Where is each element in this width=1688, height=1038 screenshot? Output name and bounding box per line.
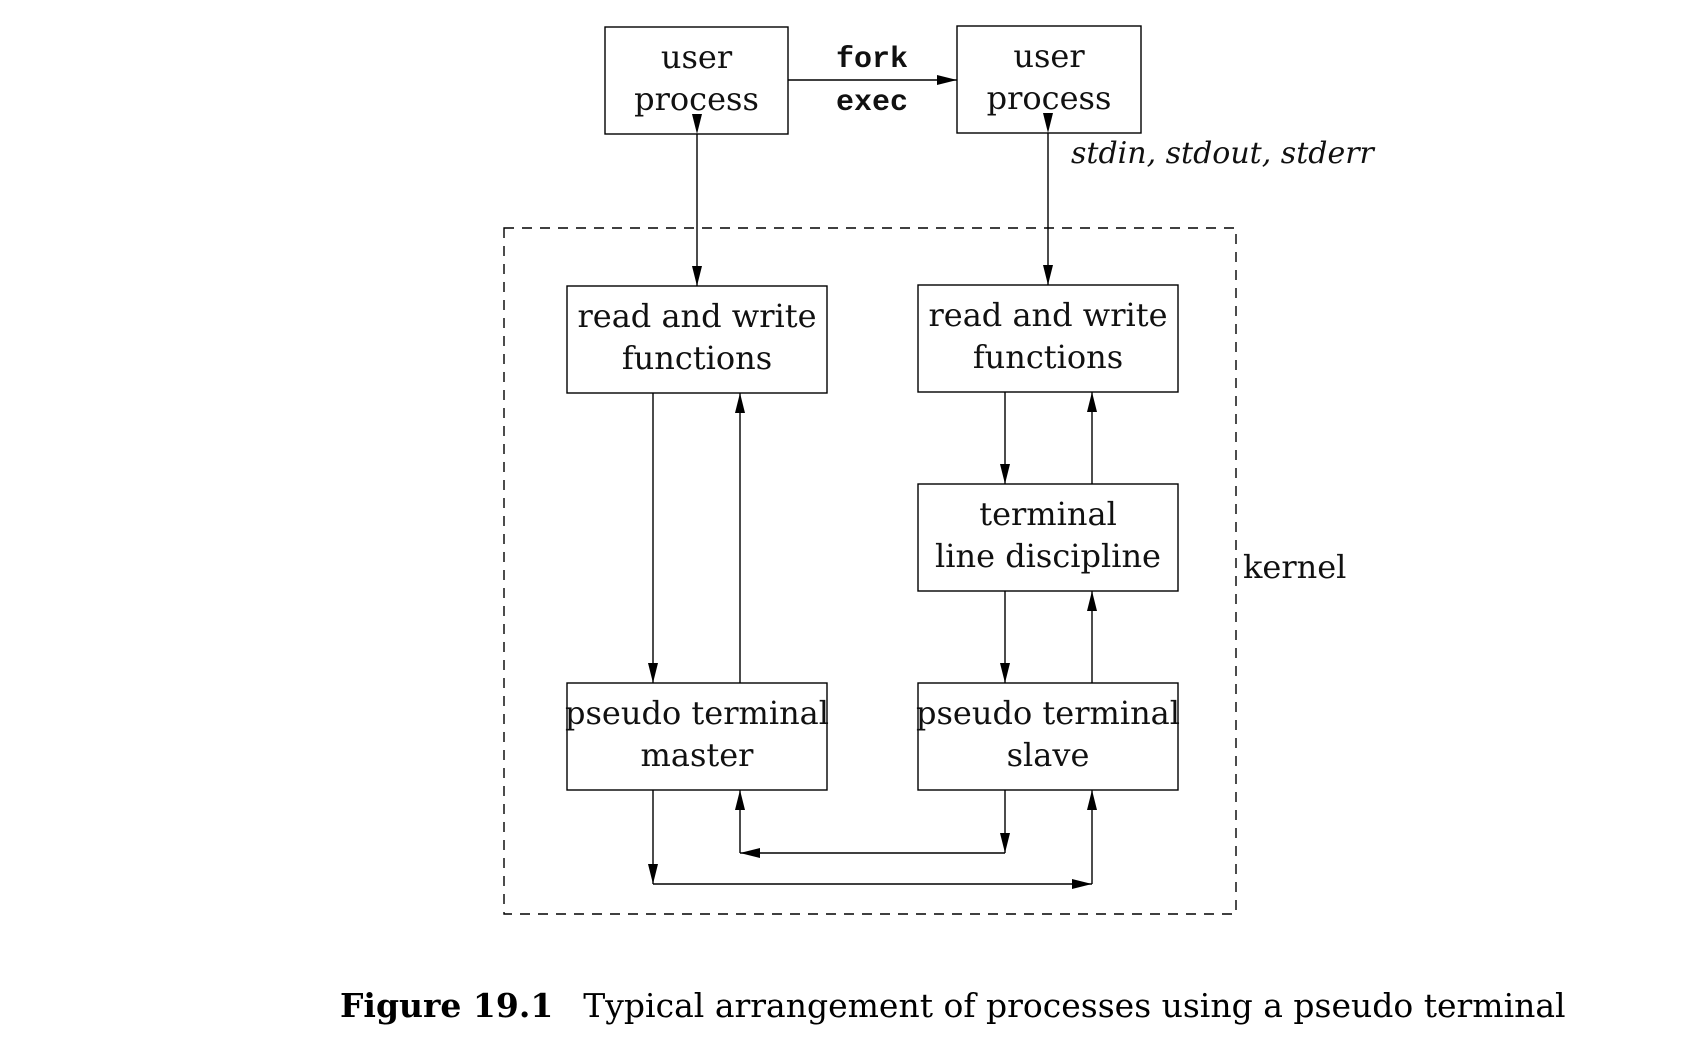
box-line: pseudo terminal [565,694,829,732]
box-line: slave [1007,736,1090,774]
box-line: read and write [577,297,816,335]
user-process-left-box: user process [604,26,789,135]
pseudo-terminal-slave-box: pseudo terminal slave [916,682,1180,791]
box-line: functions [622,339,772,377]
box-line: user [661,38,733,76]
pseudo-terminal-master-box: pseudo terminal master [565,682,829,791]
box-line: read and write [928,296,1167,334]
box-line: pseudo terminal [916,694,1180,732]
figure-caption: Figure 19.1 Typical arrangement of proce… [340,986,1566,1025]
kernel-boundary [503,227,1237,915]
read-write-functions-left-box: read and write functions [566,285,828,394]
box-line: user [1013,37,1085,75]
figure-caption-text: Typical arrangement of processes using a… [583,986,1565,1025]
fork-label: fork [836,43,908,77]
box-line: line discipline [935,537,1161,575]
read-write-functions-right-box: read and write functions [917,284,1179,393]
box-line: process [987,79,1112,117]
figure-number: Figure 19.1 [340,986,553,1025]
box-line: functions [973,338,1123,376]
box-line: master [641,736,755,774]
box-line: process [634,80,759,118]
user-process-right-box: user process [956,25,1142,134]
kernel-label: kernel [1243,548,1346,586]
stdio-label: stdin, stdout, stderr [1071,136,1376,171]
terminal-line-discipline-box: terminal line discipline [917,483,1179,592]
exec-label: exec [836,86,908,120]
box-line: terminal [979,495,1117,533]
